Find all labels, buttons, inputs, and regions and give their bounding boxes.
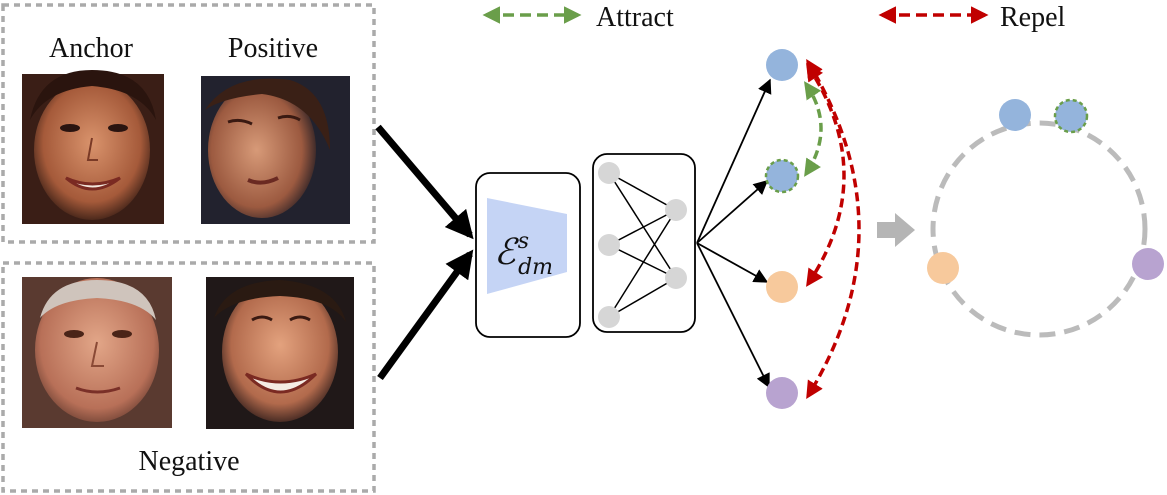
- encoder-subscript: dm: [518, 255, 553, 280]
- negative-face-image-1: [22, 277, 172, 428]
- ring-anchor-node: [999, 99, 1031, 131]
- ring-positive-node: [1053, 98, 1089, 134]
- mlp-input-node-2: [598, 234, 620, 256]
- negative-group: Negative: [1, 261, 376, 493]
- mlp-input-node-1: [598, 162, 620, 184]
- attract-legend-label: Attract: [596, 2, 674, 33]
- anchor-positive-group: Anchor Positive: [1, 3, 376, 244]
- legend: Attract Repel: [482, 2, 1066, 33]
- repel-legend-label: Repel: [1000, 2, 1066, 33]
- anchor-label: Anchor: [49, 33, 134, 64]
- projection-frame: [592, 153, 696, 333]
- mlp-output-node-1: [665, 199, 687, 221]
- projection-head: [592, 153, 696, 333]
- mlp-edges: [608, 172, 677, 318]
- input-arrow-lower: [377, 249, 474, 381]
- anchor-positive-frame: [1, 3, 376, 244]
- encoder-trapezoid: [487, 198, 567, 294]
- embedding-arrows: [696, 78, 772, 389]
- ring-negative-node-orange: [927, 252, 959, 284]
- attract-arc: [804, 81, 823, 177]
- ring-negative-node-purple: [1132, 248, 1164, 280]
- encoder-symbol-main: ℰ: [494, 232, 519, 273]
- negative-label: Negative: [138, 446, 239, 477]
- anchor-embedding-node: [766, 49, 798, 81]
- positive-face-image: [201, 76, 350, 224]
- mlp-input-node-3: [598, 306, 620, 328]
- input-arrow-upper: [375, 124, 474, 240]
- anchor-face-image: [22, 70, 164, 224]
- positive-label: Positive: [228, 33, 318, 64]
- negative-frame: [1, 261, 376, 493]
- negative-embedding-node-purple: [766, 377, 798, 409]
- negative-embedding-node-orange: [766, 271, 798, 303]
- transition-arrow: [877, 213, 915, 247]
- positive-embedding-node: [764, 158, 800, 194]
- negative-face-image-2: [206, 277, 354, 429]
- encoder-superscript: s: [518, 229, 529, 254]
- repel-arc-purple: [806, 59, 861, 399]
- hypersphere: [927, 98, 1164, 338]
- hypersphere-ring: [930, 120, 1148, 338]
- mlp-output-node-2: [665, 267, 687, 289]
